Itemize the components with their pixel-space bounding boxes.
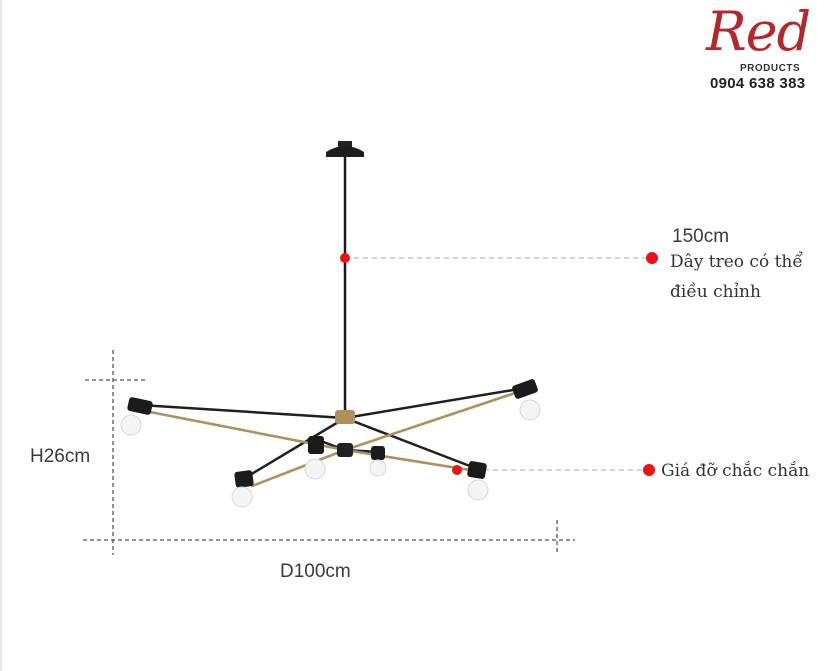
- cable-note-line2: điều chỉnh: [670, 282, 761, 302]
- logo-wordmark: Red: [706, 0, 811, 63]
- ceiling-canopy: [326, 141, 364, 157]
- height-label: H26cm: [30, 446, 91, 467]
- brand-phone: 0904 638 383: [710, 75, 806, 92]
- logo-subtitle: PRODUCTS: [740, 63, 801, 74]
- bracket-note-dot: [643, 464, 655, 476]
- dimension-guides: [83, 350, 575, 555]
- bracket-marker-dot: [452, 465, 462, 475]
- brass-hub: [335, 410, 355, 424]
- leader-lines: [345, 257, 652, 471]
- light-sockets: [120, 379, 541, 508]
- lower-hub: [337, 443, 353, 457]
- cable-length-label: 150cm: [672, 226, 730, 247]
- left-edge-line: [0, 0, 2, 671]
- cable-marker-dot: [340, 253, 350, 263]
- cable-note-dot: [646, 252, 658, 264]
- cable-note-line1: Dây treo có thể: [670, 252, 803, 272]
- bracket-note: Giá đỡ chắc chắn: [661, 461, 810, 481]
- black-arms: [138, 386, 527, 480]
- red-markers: [340, 252, 658, 476]
- diameter-label: D100cm: [280, 561, 351, 582]
- brand-logo: Red PRODUCTS 0904 638 383: [700, 2, 830, 94]
